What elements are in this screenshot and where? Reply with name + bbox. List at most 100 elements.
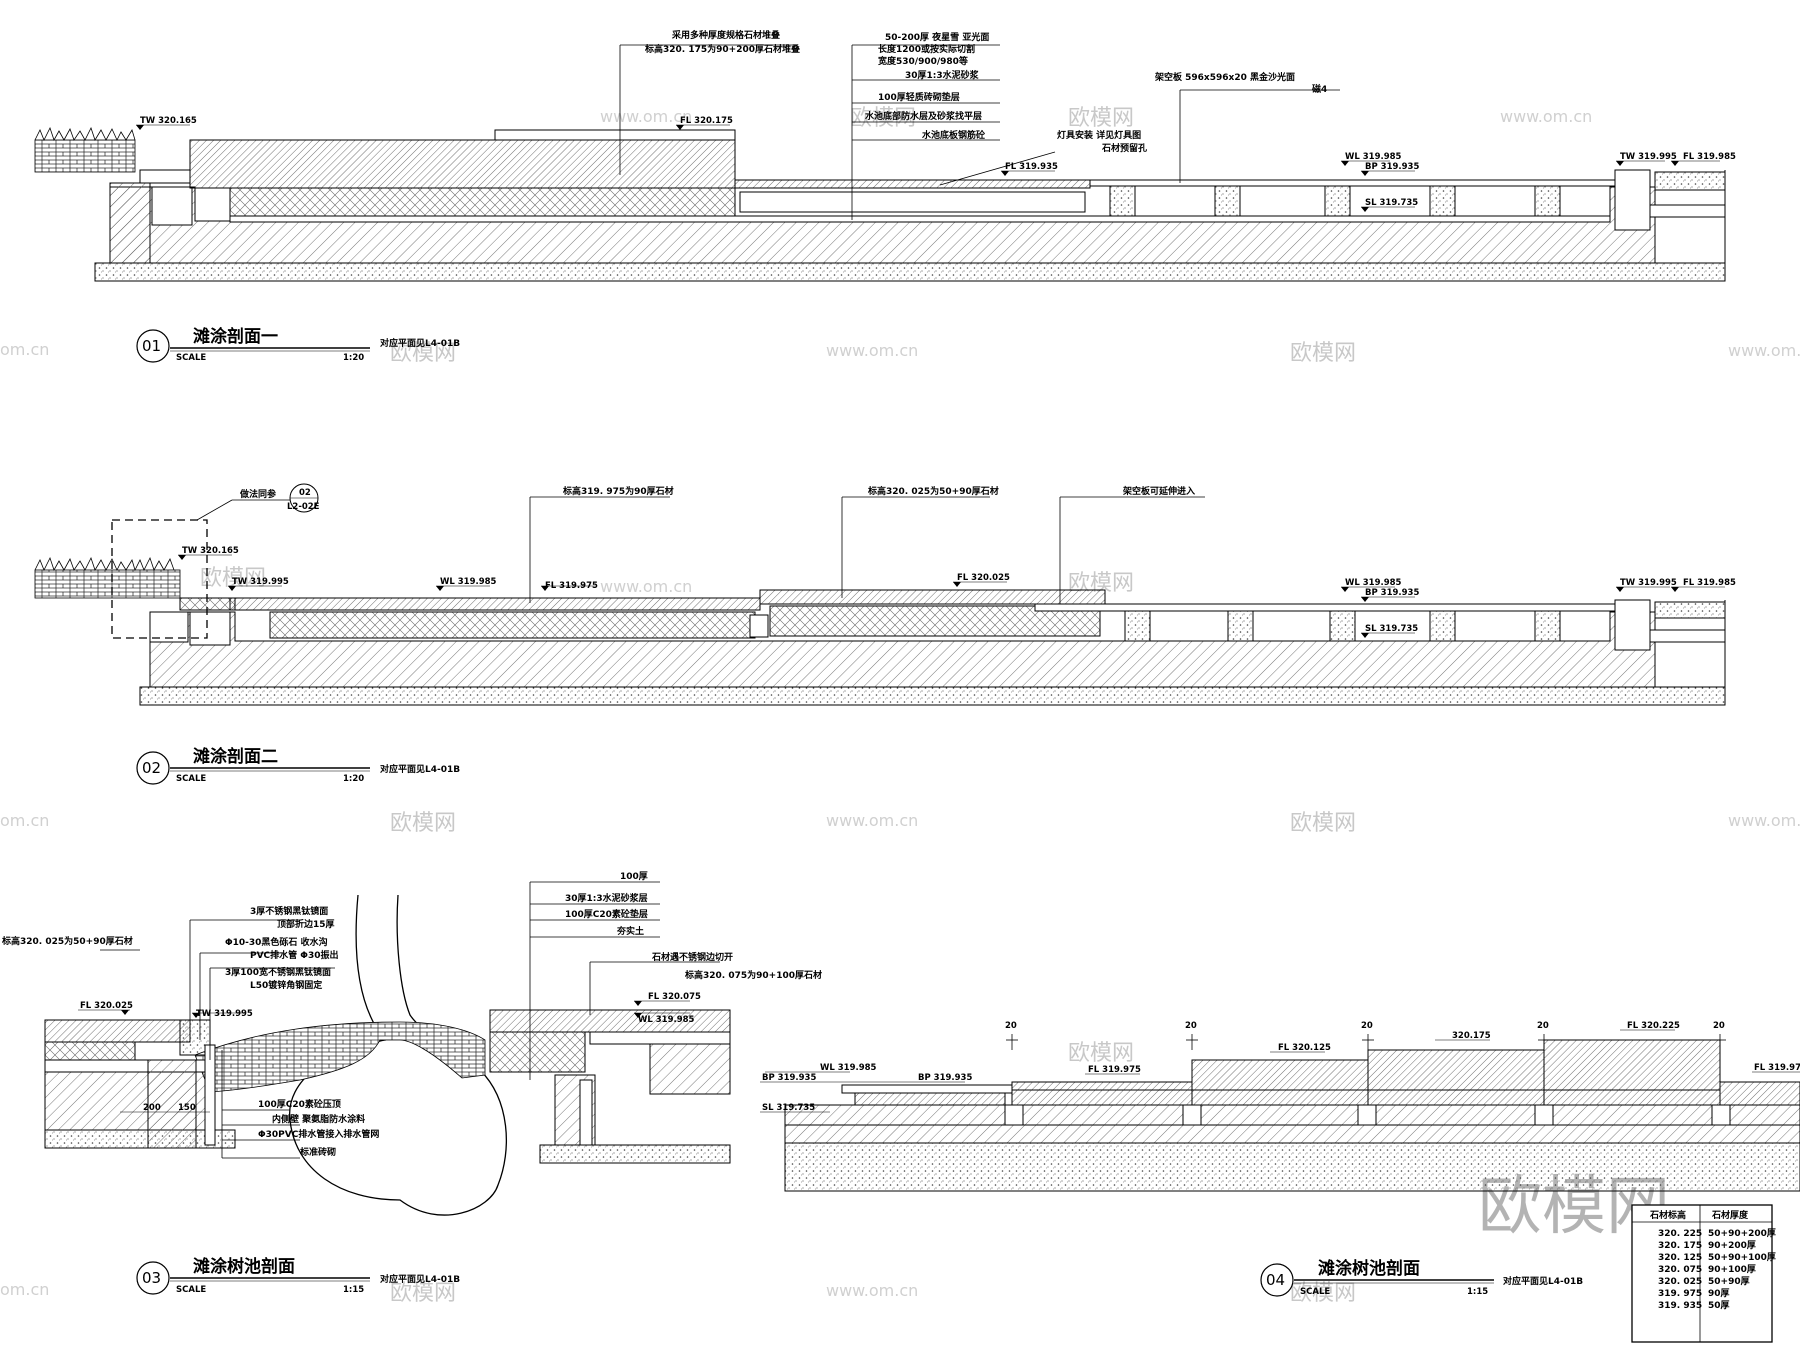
note-r1: 100厚 xyxy=(620,871,648,882)
note-r3: 100厚C20素砼垫层 xyxy=(565,908,648,920)
level-fl-top: FL 320.175 xyxy=(680,116,733,126)
note-stone-stack-1: 采用多种厚度规格石材堆叠 xyxy=(671,29,780,41)
scale-label: SCALE xyxy=(1300,1287,1330,1297)
level-fl3: 320.175 xyxy=(1452,1031,1491,1041)
note-brick: 标准砖砌 xyxy=(299,1146,336,1158)
note-r4: 夯实土 xyxy=(616,925,644,937)
note-layer-5: 100厚轻质砖砌垫层 xyxy=(878,91,960,103)
watermark-text: 欧模网 xyxy=(390,341,456,366)
detail-ref-number: 02 xyxy=(299,488,311,498)
section-number: 02 xyxy=(142,759,161,777)
watermark-text: 欧模网 xyxy=(1290,341,1356,366)
note-stone-a: 标高319. 975为90厚石材 xyxy=(562,485,674,497)
table-cell: 320. 075 xyxy=(1658,1265,1702,1275)
watermark-url: om.cn xyxy=(0,340,49,359)
watermark-text: 欧模网 xyxy=(1290,811,1356,836)
level-tw: TW 319.995 xyxy=(196,1009,253,1019)
level-tw-left: TW 320.165 xyxy=(140,116,197,126)
watermark-url: om.cn xyxy=(0,811,49,830)
note-stone-stack-2: 标高320. 175为90+200厚石材堆叠 xyxy=(644,43,800,55)
note-layer-1: 50-200厚 夜星雪 亚光面 xyxy=(885,31,989,43)
table-cell: 50+90+200厚 xyxy=(1708,1228,1776,1239)
table-cell: 319. 935 xyxy=(1658,1301,1702,1311)
level-tw-left: TW 320.165 xyxy=(182,546,239,556)
table-rows: 320. 225 50+90+200厚 320. 175 90+200厚 320… xyxy=(1658,1228,1776,1311)
watermark-text: 欧模网 xyxy=(390,811,456,836)
level-fl-mid: FL 319.935 xyxy=(1005,162,1058,172)
watermark-url: www.om.cn xyxy=(826,341,918,360)
note-layer-6: 水池底部防水层及砂浆找平层 xyxy=(865,110,982,122)
level-tw-left2: TW 319.995 xyxy=(232,577,289,587)
note-panel-1: 架空板 596x596x20 黑金沙光面 xyxy=(1154,71,1295,83)
section-number: 03 xyxy=(142,1269,161,1287)
note-r5: 石材遇不锈钢边切开 xyxy=(651,951,733,963)
level-tw-right: TW 319.995 xyxy=(1620,152,1677,162)
level-wl: WL 319.985 xyxy=(1345,152,1402,162)
note-steel-1: 3厚不锈钢黑钛镜面 xyxy=(250,905,328,917)
table-cell: 90厚 xyxy=(1708,1288,1730,1299)
level-tw-right: TW 319.995 xyxy=(1620,578,1677,588)
level-fl2: FL 320.125 xyxy=(1278,1043,1331,1053)
note-detail-ref: 做法同参 xyxy=(239,488,277,500)
note-layer-4: 30厚1:3水泥砂浆 xyxy=(905,69,980,81)
watermark-url: om.cn xyxy=(0,1280,49,1299)
detail-ref-sheet: L2-02E xyxy=(287,502,320,512)
watermark-text: 欧模网 xyxy=(390,1281,456,1306)
scale-value: 1:20 xyxy=(343,774,364,784)
table-header: 石材标高 xyxy=(1649,1209,1686,1221)
dim-200: 200 xyxy=(143,1103,161,1113)
table-cell: 90+200厚 xyxy=(1708,1240,1756,1251)
section-number: 01 xyxy=(142,337,161,355)
section-number: 04 xyxy=(1266,1271,1285,1289)
level-fl-left: FL 320.025 xyxy=(80,1001,133,1011)
dim-20: 20 xyxy=(1005,1021,1017,1031)
dim-150: 150 xyxy=(178,1103,196,1113)
level-fl5: FL 319.975 xyxy=(1754,1063,1800,1073)
watermark-url: www.om.cn xyxy=(1500,107,1592,126)
note-r6: 标高320. 075为90+100厚石材 xyxy=(684,969,822,981)
level-fl-right: FL 320.075 xyxy=(648,992,701,1002)
table-cell: 320. 225 xyxy=(1658,1229,1702,1239)
scale-label: SCALE xyxy=(176,774,206,784)
note-panel: 架空板可延伸进入 xyxy=(1122,485,1195,497)
level-sl: SL 319.735 xyxy=(1365,624,1418,634)
watermark-text: 欧模网 xyxy=(1068,106,1134,131)
level-fl4: FL 320.225 xyxy=(1627,1021,1680,1031)
section-title: 滩涂树池剖面 xyxy=(193,1256,295,1277)
table-cell: 90+100厚 xyxy=(1708,1264,1756,1275)
watermark-url: www.om.cn xyxy=(1728,811,1800,830)
watermark-url: www.om.cn xyxy=(600,107,692,126)
section-03: 200 150 xyxy=(1,871,822,1295)
section-01: TW 320.165 FL 320.175 FL 319.935 WL 319.… xyxy=(34,29,1736,363)
dim-20: 20 xyxy=(1537,1021,1549,1031)
scale-label: SCALE xyxy=(176,353,206,363)
watermark-url: www.om.cn xyxy=(600,577,692,596)
dim-20: 20 xyxy=(1185,1021,1197,1031)
note-stone-b: 标高320. 025为50+90厚石材 xyxy=(867,485,999,497)
table-cell: 50+90+100厚 xyxy=(1708,1252,1776,1263)
dim-20: 20 xyxy=(1361,1021,1373,1031)
note-steel-3: 3厚100宽不锈钢黑钛镜面 xyxy=(225,966,331,978)
level-wl: WL 319.985 xyxy=(1345,578,1402,588)
table-cell: 319. 975 xyxy=(1658,1289,1702,1299)
level-bp: BP 319.935 xyxy=(1365,588,1419,598)
level-bp: BP 319.935 xyxy=(762,1073,816,1083)
section-02: 02 L2-02E 做法同参 xyxy=(34,483,1736,785)
note-steel-4: L50镀锌角钢固定 xyxy=(250,979,323,991)
level-fl-mid: FL 320.025 xyxy=(957,573,1010,583)
watermark-url: www.om.cn xyxy=(1728,341,1800,360)
note-r2: 30厚1:3水泥砂浆层 xyxy=(565,892,648,904)
level-fl1: FL 319.975 xyxy=(1088,1065,1141,1075)
section-04: 20 20 20 20 20 WL 319.985 BP 319.935 BP … xyxy=(760,1021,1800,1343)
section-title: 滩涂剖面一 xyxy=(193,326,278,347)
section-title: 滩涂剖面二 xyxy=(193,746,278,767)
watermark-text: 欧模网 xyxy=(850,106,916,131)
plan-reference: 对应平面见L4-01B xyxy=(1503,1275,1583,1287)
level-wl-left: WL 319.985 xyxy=(440,577,497,587)
scale-value: 1:20 xyxy=(343,353,364,363)
table-cell: 320. 125 xyxy=(1658,1253,1702,1263)
plan-reference: 对应平面见L4-01B xyxy=(380,337,460,349)
section-title: 滩涂树池剖面 xyxy=(1318,1258,1420,1279)
watermark-text: 欧模网 xyxy=(1068,1041,1134,1066)
